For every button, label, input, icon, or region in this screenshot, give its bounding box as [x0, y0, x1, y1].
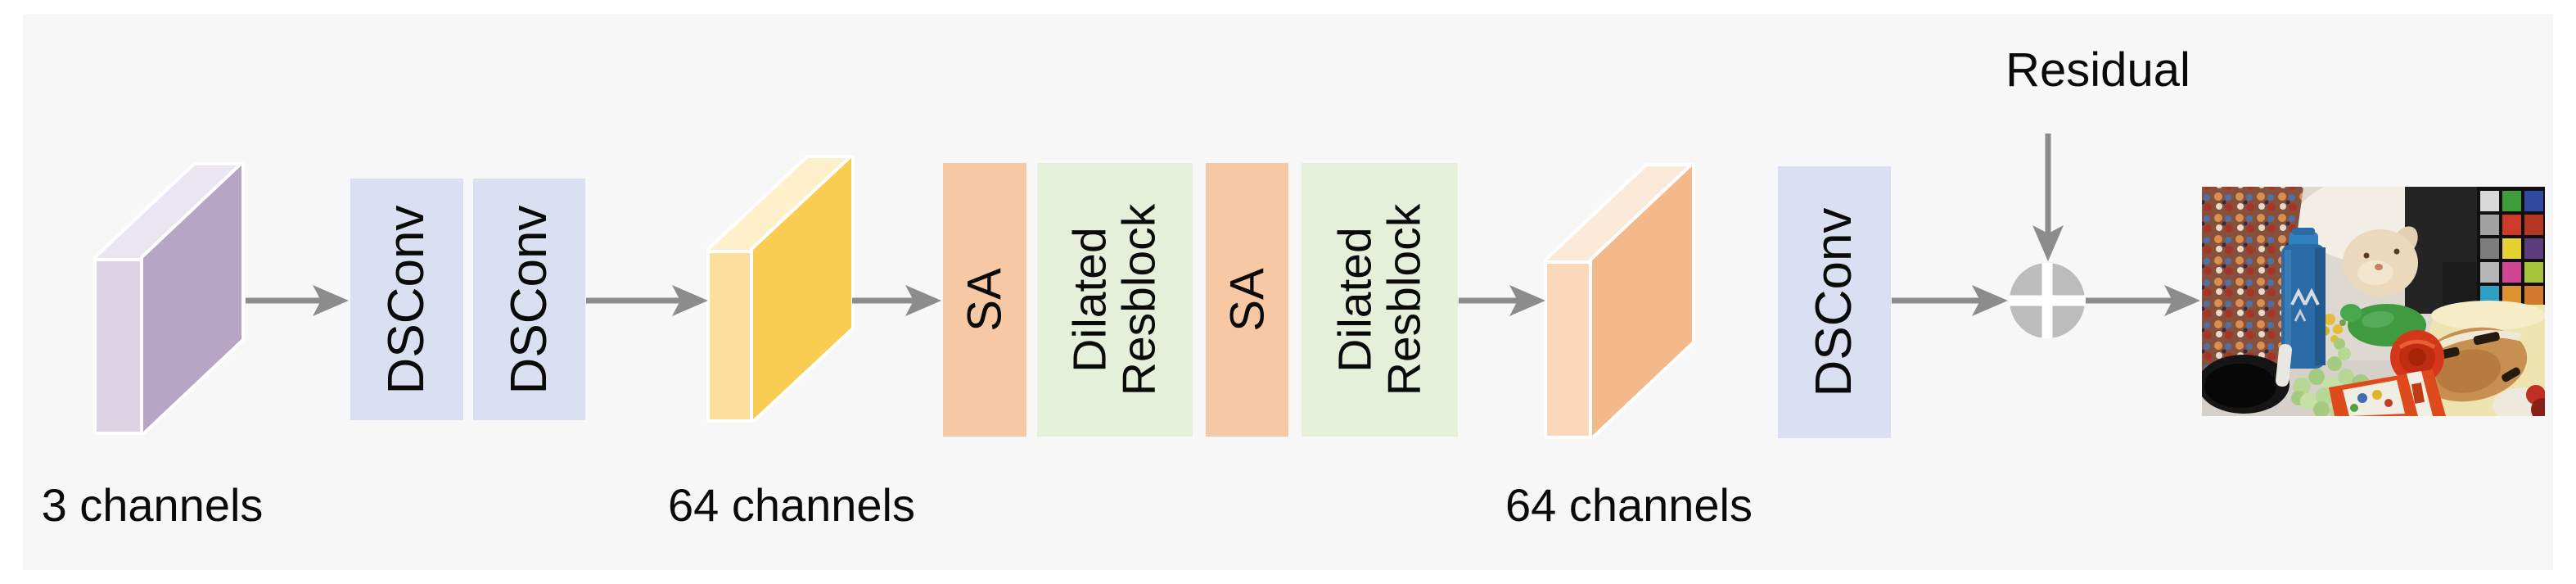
mid-tensor-front-face	[750, 155, 855, 423]
dsconv-block-2: DSConv	[473, 179, 585, 420]
result-photo	[2202, 187, 2545, 416]
dilated-resblock-2-line1: Dilated	[1329, 227, 1382, 373]
arrow-mid-tensor-to-sa	[852, 285, 941, 316]
input-channels-caption: 3 channels	[41, 479, 264, 531]
dilated-resblock-1-line2: Resblock	[1113, 203, 1166, 396]
mid-tensor-side-face	[706, 247, 756, 423]
flow-arrows	[246, 134, 2200, 316]
blue-bottle	[2276, 228, 2326, 387]
out-tensor-front-face	[1589, 163, 1695, 439]
residual-add-icon	[2010, 263, 2085, 338]
input-tensor-side-face	[93, 255, 147, 435]
arrow-dsconv-to-add	[1892, 285, 2008, 316]
arrow-input-to-dsconv	[246, 285, 349, 316]
arrow-residual-down	[2032, 134, 2064, 261]
out-channels-caption: 64 channels	[1505, 479, 1753, 531]
feature-tensor-64channels-1	[706, 155, 855, 423]
dilated-resblock-1-line1: Dilated	[1063, 227, 1117, 373]
dilated-resblock-2: Dilated Resblock	[1302, 163, 1458, 437]
mid-channels-caption: 64 channels	[667, 479, 915, 531]
sa-block-2-label: SA	[1220, 268, 1274, 332]
dsconv-block-1-label: DSConv	[378, 205, 435, 394]
input-tensor-3channels	[93, 162, 245, 435]
dilated-resblock-1: Dilated Resblock	[1037, 163, 1193, 437]
feature-tensor-64channels-2	[1544, 163, 1695, 439]
dsconv-block-3-label: DSConv	[1806, 207, 1863, 397]
dilated-resblock-2-line2: Resblock	[1378, 203, 1431, 396]
arrow-add-to-output	[2086, 285, 2200, 316]
dsconv-block-3: DSConv	[1778, 166, 1891, 438]
orange-book	[2329, 369, 2446, 416]
arrow-resblock-to-out-tensor	[1459, 285, 1545, 316]
dsconv-block-2-label: DSConv	[500, 205, 557, 394]
arrow-dsconv-to-mid-tensor	[586, 285, 708, 316]
color-checker	[2480, 191, 2543, 306]
dilated-resblock-2-label: Dilated Resblock	[1329, 203, 1431, 396]
dsconv-block-1: DSConv	[350, 179, 463, 420]
sa-block-2: SA	[1206, 163, 1288, 437]
input-tensor-front-face	[140, 162, 245, 435]
out-tensor-side-face	[1544, 257, 1595, 439]
sa-block-1: SA	[943, 163, 1026, 437]
dilated-resblock-1-label: Dilated Resblock	[1063, 203, 1166, 396]
residual-caption: Residual	[2005, 43, 2190, 97]
sa-block-1-label: SA	[958, 268, 1012, 332]
